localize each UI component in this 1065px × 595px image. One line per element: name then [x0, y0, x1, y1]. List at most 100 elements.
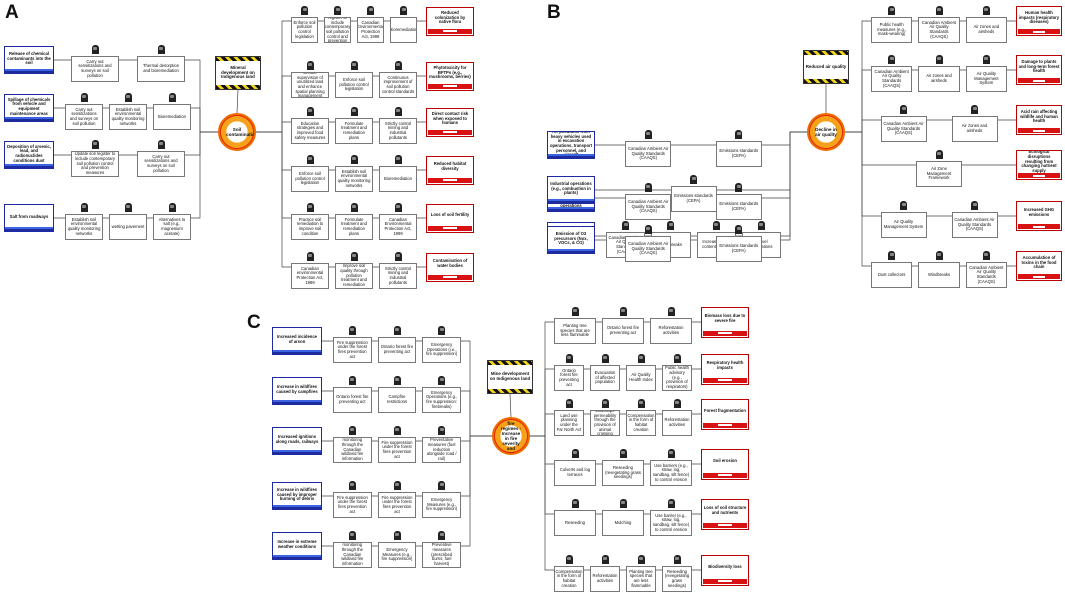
barrier-box: Fire suppression under the forest fires …: [333, 492, 372, 518]
barrier-lock-icon: [735, 183, 743, 192]
consequence-box-text: Reduced habitat diversity: [433, 161, 467, 171]
threat-box: Release of chemical contaminants into th…: [4, 46, 54, 74]
barrier-box-text: Ontario forest fire preventing act: [606, 325, 640, 335]
barrier-box-text: Campfire restrictions: [386, 394, 408, 404]
barrier-box: Carry out sensitizations and surveys on …: [137, 151, 185, 177]
barrier-box: Ontario forest fire preventing act: [602, 318, 644, 344]
barrier-box: Continuous improvement of soil pollution…: [379, 72, 417, 98]
barrier-box: Bioremediation: [390, 17, 417, 43]
threat-box-text: Increase in wildfires caused by improper…: [276, 486, 318, 502]
consequence-box-text: Biomass loss due to severe fire: [704, 313, 746, 323]
barrier-box-text: Canadian Ambient Air Quality Standards (…: [628, 198, 669, 214]
barrier-lock-icon: [350, 252, 358, 261]
consequence-box: Biodiversity loss: [701, 554, 749, 586]
barrier-box: Canadian Ambient Air Quality Standards (…: [965, 262, 1007, 288]
barrier-lock-icon: [900, 201, 907, 210]
barrier-box: Strictly control mining and industrial p…: [379, 263, 417, 289]
barrier-box: Alternatives to salt (e.g., magnesium ac…: [153, 214, 191, 240]
barrier-box: Emergency Measures (e.g., fire suppressi…: [422, 492, 461, 518]
consequence-box: Ecological disruptions resulting from ch…: [1016, 150, 1062, 180]
consequence-severity-bar: [703, 578, 747, 584]
barrier-lock-icon: [900, 105, 907, 114]
barrier-lock-icon: [667, 307, 675, 316]
connector-line: [530, 435, 701, 571]
barrier-box: Emergency Measures (e.g., fire suppressi…: [377, 542, 417, 568]
consequence-severity-bar: [428, 225, 472, 231]
barrier-lock-icon: [393, 481, 401, 490]
barrier-lock-icon: [334, 6, 341, 15]
consequence-box-text: Loss of soil fertility: [430, 211, 470, 217]
consequence-severity-bar: [428, 274, 472, 280]
barrier-lock-icon: [571, 499, 579, 508]
threat-box: Salt from roadways: [4, 204, 54, 232]
barrier-lock-icon: [350, 203, 358, 212]
barrier-box: Emissions standards (CEPA): [715, 236, 762, 262]
barrier-lock-icon: [393, 531, 401, 540]
barrier-box: Fire suppression under the forest fires …: [377, 492, 417, 518]
consequence-box-text: Biodiversity loss: [708, 563, 742, 569]
barrier-lock-icon: [348, 326, 356, 335]
barrier-box-text: Formulate treatment and remediation plan…: [341, 120, 367, 140]
barrier-box-text: Improve soil quality through pollution t…: [340, 263, 368, 288]
threat-box: Deposition of arsenic, lead, and radionu…: [4, 141, 54, 169]
barrier-box: Fire suppression under the forest fires …: [333, 337, 372, 363]
barrier-box: Formulate treatment and remediation plan…: [335, 118, 373, 144]
barrier-box-text: Fire suppression under the forest fires …: [336, 494, 368, 514]
top-event-circle: Soil contamination: [218, 113, 256, 151]
barrier-box: Carry out sensitizations and surveys on …: [71, 56, 119, 82]
barrier-box: Education strategies and improved food s…: [291, 118, 329, 144]
consequence-box-text: Respiratory health impacts: [706, 360, 744, 370]
barrier-lock-icon: [982, 251, 990, 260]
barrier-box: Canadian environmental Protection Act, 1…: [291, 263, 329, 289]
barrier-box: Reforestation activities: [650, 318, 692, 344]
barrier-lock-icon: [637, 555, 645, 564]
barrier-box: Public health advisory (e.g., provision …: [662, 365, 692, 391]
barrier-box-text: Bioremediation: [384, 175, 412, 181]
hazard-box-text: Mineral development on Indigenous land: [221, 64, 255, 80]
barrier-lock-icon: [394, 203, 402, 212]
barrier-box-text: Canadian Ambient Air Quality Standards (…: [883, 120, 924, 136]
barrier-box-text: Emissions standards (CEPA): [719, 201, 759, 211]
barrier-box-text: Emergency Measures (e.g., fire suppressi…: [381, 546, 413, 562]
barrier-box-text: Carry out sensitizations and surveys on …: [69, 106, 99, 126]
barrier-box: Update soil register to include contempo…: [71, 151, 119, 177]
consequence-severity-bar: [428, 177, 472, 183]
barrier-box-text: Fire suppression under the forest fires …: [336, 339, 368, 359]
barrier-lock-icon: [306, 107, 314, 116]
barrier-lock-icon: [971, 105, 978, 114]
connector-line: [236, 89, 239, 114]
consequence-box: Accumulation of toxins in the food chain: [1016, 251, 1062, 281]
barrier-box-text: Improve landscape permeability through t…: [593, 410, 617, 436]
threat-box-text: Increase in extreme weather conditions: [277, 539, 317, 549]
threat-box: Increase in wildfires caused by improper…: [272, 482, 322, 510]
barrier-box-text: Ontario forest fire preventing act: [336, 394, 369, 404]
barrier-box-text: Emergency Operations (i.e., fire suppres…: [426, 341, 458, 357]
barrier-lock-icon: [91, 140, 99, 149]
barrier-lock-icon: [80, 93, 88, 102]
barrier-lock-icon: [168, 203, 176, 212]
barrier-lock-icon: [393, 376, 401, 385]
threat-box: Increased ignitions along roads, railway…: [272, 427, 322, 455]
barrier-lock-icon: [393, 426, 401, 435]
consequence-box: Reduced colonization by native flora: [426, 6, 474, 36]
consequence-box: Contamination of water bodies: [426, 252, 474, 282]
barrier-box: Enforce soil pollution control legislati…: [291, 17, 318, 43]
threat-box: Increase in extreme weather conditions: [272, 532, 322, 560]
barrier-box-text: Canadian Ambient Air Quality Standards (…: [874, 68, 909, 88]
consequence-box-text: Ecological disruptions resulting from ch…: [1021, 150, 1057, 174]
barrier-lock-icon: [350, 155, 358, 164]
barrier-box-text: Planting tree species that are less flam…: [560, 322, 590, 338]
barrier-lock-icon: [91, 45, 99, 54]
barrier-lock-icon: [350, 61, 358, 70]
barrier-box-text: Emergency Measures (e.g., fire suppressi…: [426, 496, 458, 512]
barrier-box: Establish soil environmental quality mon…: [335, 166, 373, 192]
barrier-lock-icon: [350, 107, 358, 116]
barrier-box-text: wetting pavement: [111, 223, 145, 229]
barrier-lock-icon: [438, 376, 446, 385]
consequence-severity-bar: [1018, 173, 1060, 178]
consequence-box-text: Direct contact risk when exposed to huma…: [431, 110, 469, 126]
barrier-lock-icon: [301, 6, 308, 15]
barrier-lock-icon: [601, 399, 609, 408]
barrier-lock-icon: [565, 399, 573, 408]
barrier-box: Update soil register to include contempo…: [324, 17, 351, 43]
